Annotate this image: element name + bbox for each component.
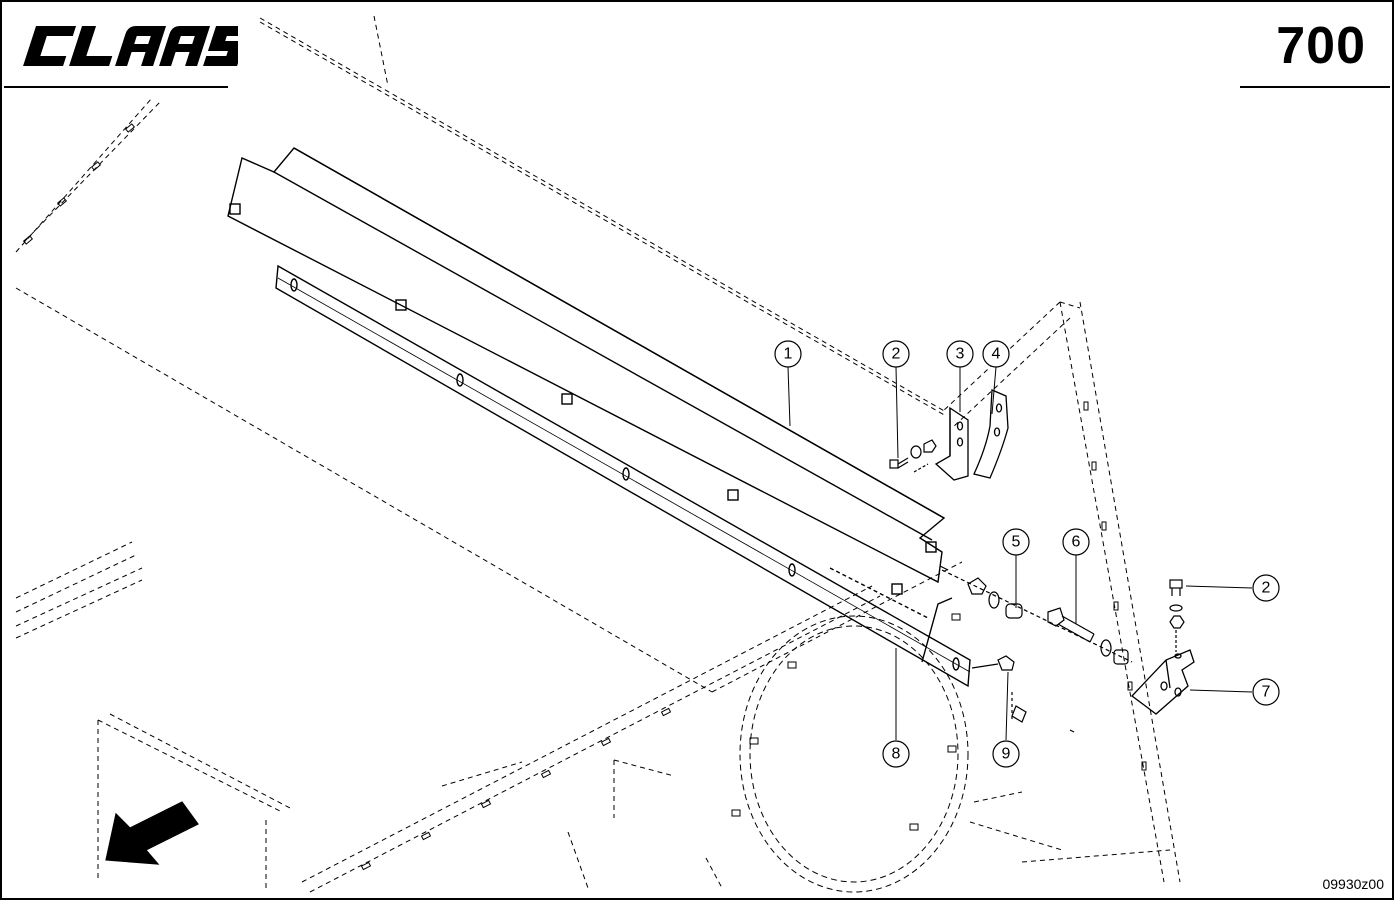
background-frame [15, 15, 1181, 893]
callout-3: 3 [946, 340, 974, 368]
part-3-angle-bracket [934, 406, 969, 481]
part-5-spacer [967, 577, 1023, 619]
callout-9: 9 [992, 740, 1020, 768]
callout-label: 9 [1002, 746, 1011, 763]
callout-1: 1 [774, 340, 802, 368]
arrow-down-left-icon [105, 801, 199, 865]
drawing-id: 09930z00 [1322, 876, 1384, 892]
callout-label: 1 [784, 346, 793, 363]
callout-6: 6 [1062, 528, 1090, 556]
callout-7: 7 [1252, 678, 1280, 706]
callout-label: 4 [992, 346, 1001, 363]
part-8-strip [275, 264, 971, 688]
brand-logo: CLAAS [16, 20, 238, 72]
callout-2-upper: 2 [882, 340, 910, 368]
claas-logo-graphic [23, 26, 238, 66]
part-2-bolt-upper [889, 439, 937, 473]
callout-leaders [787, 366, 1253, 741]
callout-5: 5 [1002, 528, 1030, 556]
callout-label: 3 [956, 346, 965, 363]
callout-label: 7 [1262, 684, 1271, 701]
callout-label: 2 [1262, 580, 1271, 597]
callout-label: 5 [1012, 534, 1021, 551]
part-7-mount-bracket [1131, 649, 1195, 715]
drum-outline [739, 615, 969, 893]
callout-label: 8 [892, 746, 901, 763]
header-rule-left [4, 86, 228, 88]
part-2-bolt-lower [1169, 579, 1185, 652]
callout-2-lower: 2 [1252, 574, 1280, 602]
callout-label: 6 [1072, 534, 1081, 551]
header-rule-right [1240, 86, 1390, 88]
part-1-cover-profile [227, 147, 946, 595]
page-number: 700 [1276, 17, 1366, 75]
part-4-curved-strap [973, 389, 1009, 479]
callout-8: 8 [882, 740, 910, 768]
part-6-bolt [1047, 607, 1129, 665]
callout-label: 2 [892, 346, 901, 363]
assembly-axis [941, 569, 1133, 663]
part-9-nut [971, 655, 1027, 723]
callout-4: 4 [982, 340, 1010, 368]
frame-slots [22, 123, 1147, 871]
